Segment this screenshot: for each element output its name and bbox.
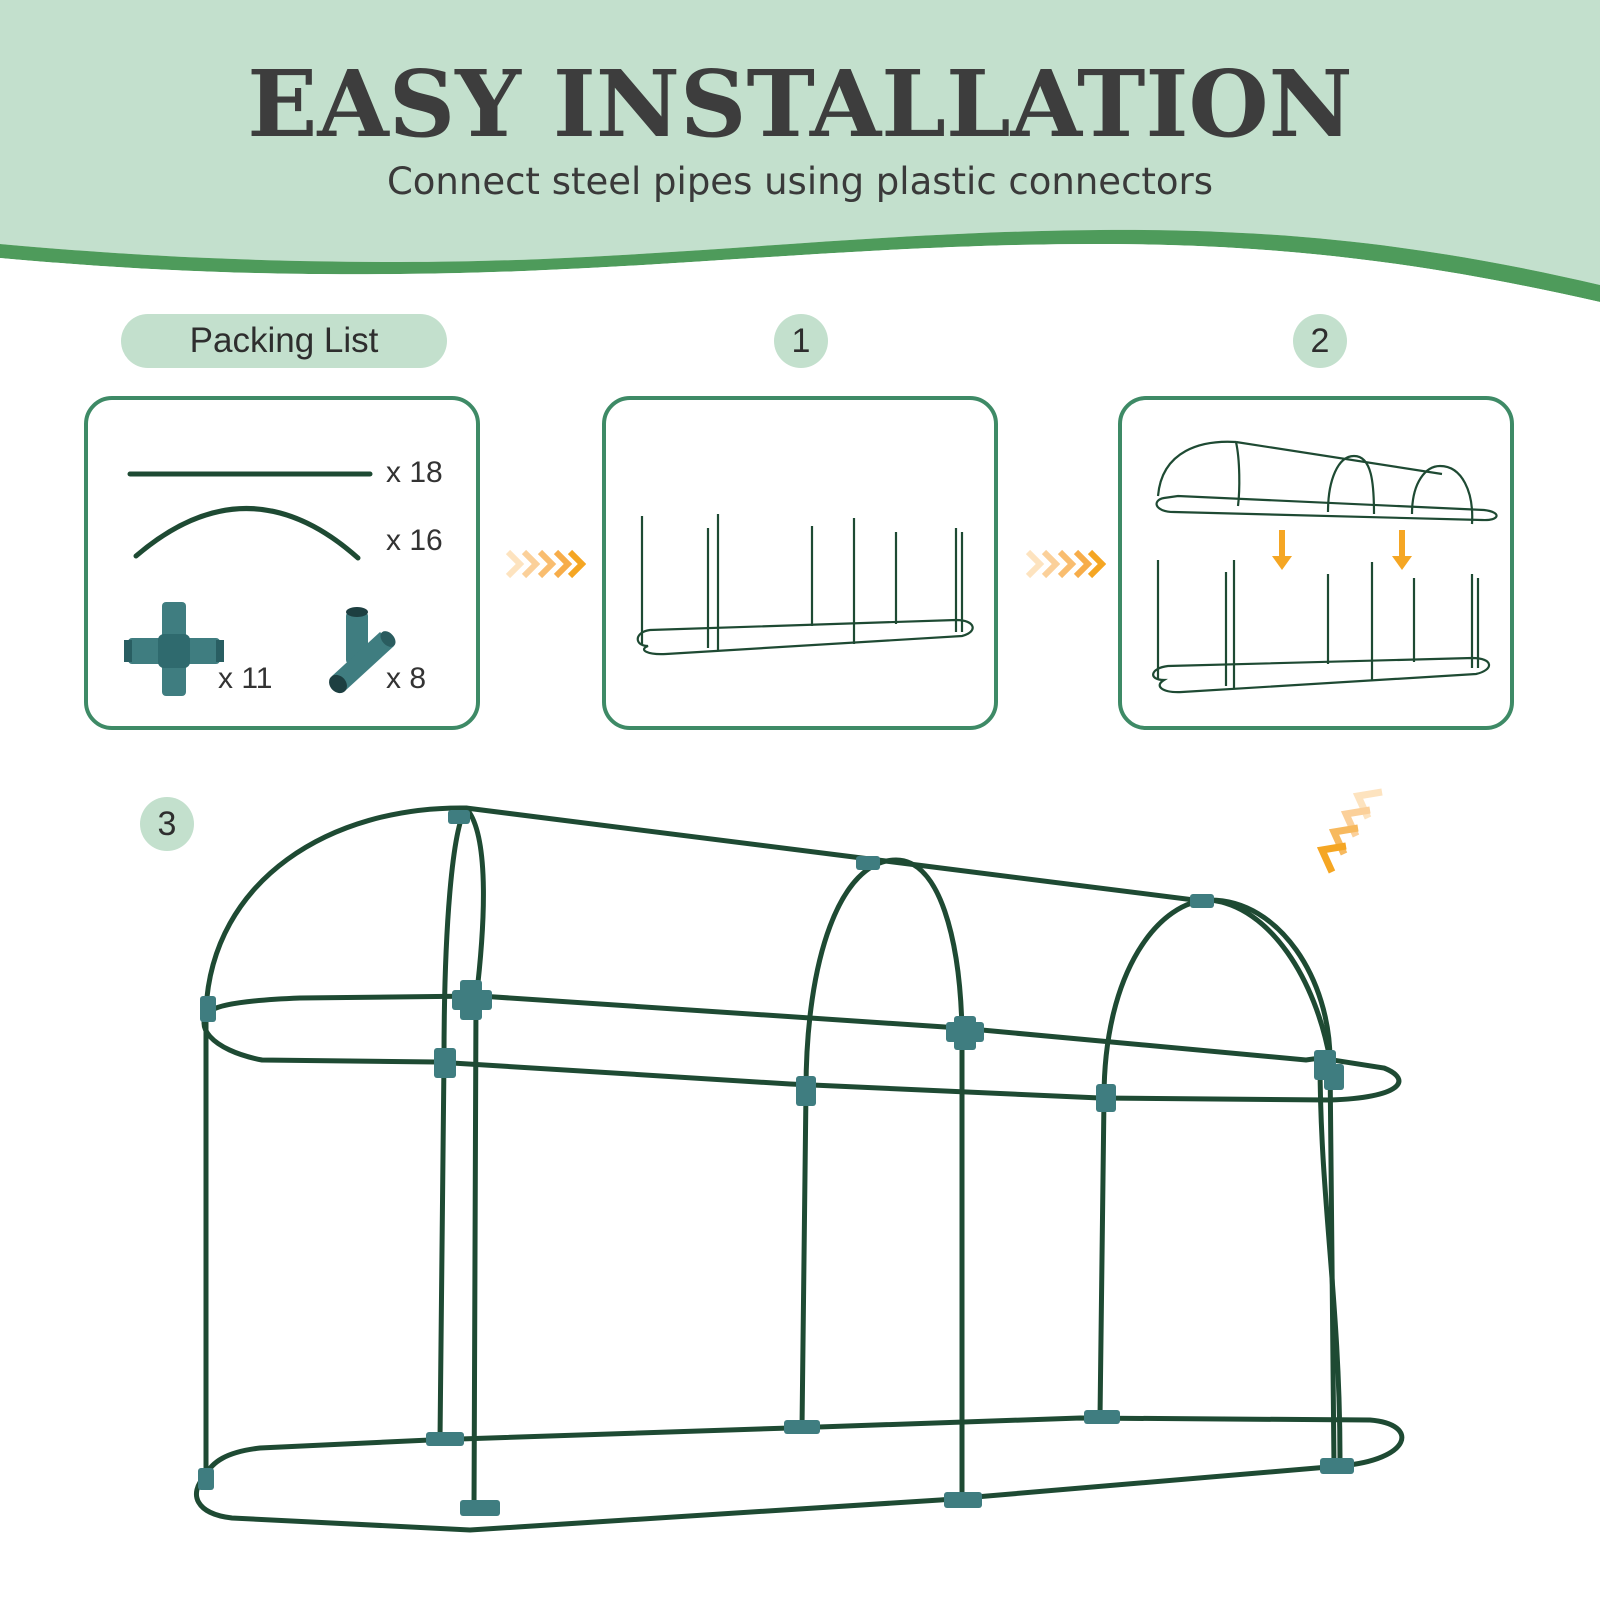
- packing-list-label: Packing List: [121, 314, 447, 368]
- page-subtitle: Connect steel pipes using plastic connec…: [386, 160, 1214, 203]
- chevron-arrow-icon: [1026, 549, 1106, 579]
- step-badge-2: 2: [1293, 314, 1347, 368]
- header-background: [0, 0, 1600, 320]
- down-arrow-icon: [1392, 530, 1412, 570]
- quantity-straight-pipe: x 18: [386, 456, 443, 489]
- down-arrow-icon: [1272, 530, 1292, 570]
- curved-pipe-icon: [133, 506, 361, 561]
- step-badge-3: 3: [140, 797, 194, 851]
- quantity-tee-connector: x 8: [386, 662, 427, 695]
- step-1-panel: [602, 396, 998, 730]
- packing-list-panel: x 18 x 16 x 11 x 8: [84, 396, 480, 730]
- quantity-curved-pipe: x 16: [386, 524, 443, 557]
- cross-connector-icon: [124, 602, 224, 696]
- frame-top-assembly-icon: [1152, 440, 1498, 694]
- page-title: EASY INSTALLATION: [247, 50, 1353, 158]
- tee-connector-icon: [329, 607, 396, 694]
- chevron-arrow-icon: [1316, 788, 1383, 874]
- frame-base-with-posts-icon: [636, 514, 974, 656]
- step-badge-1: 1: [774, 314, 828, 368]
- chevron-arrow-icon: [506, 549, 586, 579]
- step-2-panel: [1118, 396, 1514, 730]
- quantity-cross-connector: x 11: [218, 662, 273, 695]
